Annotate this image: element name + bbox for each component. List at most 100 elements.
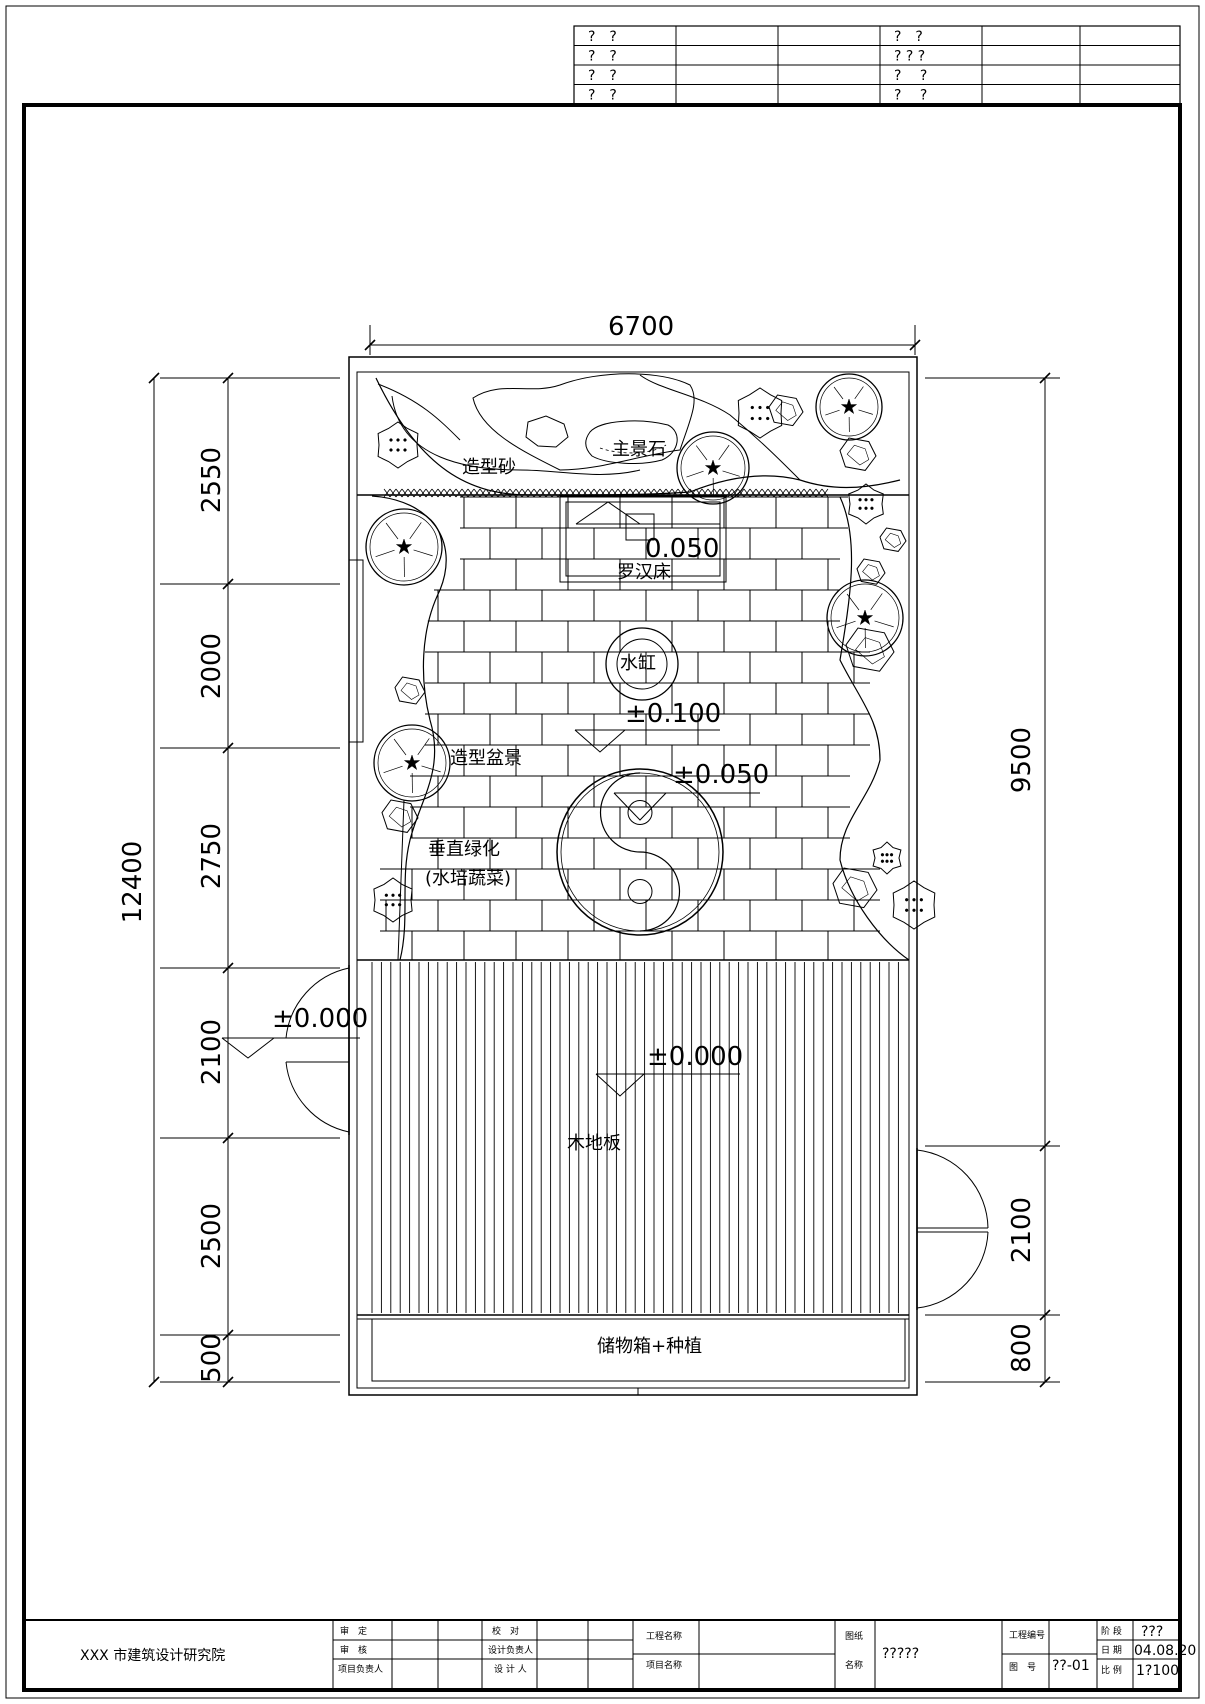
tree-branch [870,593,883,611]
shrub-left-top [377,421,419,469]
sand-hatch [731,488,739,498]
sand-hatch [557,488,565,498]
dim-tick [222,1329,234,1341]
tree-branch [874,620,894,628]
shrub-dot [885,859,889,863]
shrub-right-a [848,483,884,525]
level-daybed: 0.050 [645,534,719,564]
level-mark-taiji [613,792,667,821]
dim-tick [1039,1140,1051,1152]
dim-left-3: 2750 [197,823,227,889]
taiji-outer [556,768,724,936]
tb-drawing-title: ????? [882,1646,919,1662]
daybed-level-mark [575,501,641,525]
shrub-dot [864,498,868,502]
tree-canopy [830,583,900,653]
sand-hatch [515,488,523,498]
vertical-green-line [397,799,405,961]
stone-b [839,437,877,471]
inner-frame [22,103,1182,1692]
label-hydroponic: (水培蔬菜) [425,868,511,889]
tree-trunk [856,609,874,626]
tb-date: 04.08.20 [1134,1643,1196,1659]
sand-hatch [551,488,559,498]
shrub-dot [889,859,894,863]
tree-canopy [377,728,447,798]
daybed-inner [565,501,721,577]
tb-project-no: 工程编号 [1009,1629,1045,1641]
right-bed-edge [839,496,910,961]
shrub-right-b [892,880,936,930]
stamp-cell: ? ? [588,68,617,84]
sand-hatch [527,488,535,498]
sand-hatch [749,488,757,498]
left-bed-edge [371,495,447,961]
sand-hatch [797,488,805,498]
shrub-dot [766,416,770,421]
tree-left-mid [373,724,451,802]
sand-wave [391,395,641,475]
sand-hatch [467,488,475,498]
shrub-dot [384,893,389,897]
wood-deck [371,962,906,1382]
stone-inner [855,637,885,665]
tb-drawing-no: ??-01 [1052,1658,1090,1674]
level-deck: ±0.000 [647,1042,743,1072]
sand-hatch [431,488,439,498]
shrub-dot [389,448,393,452]
sand-hatch [485,488,493,498]
dim-left-overall: 12400 [118,841,148,924]
shrub-dot [919,908,923,912]
plants [365,373,936,961]
sand-hatch [425,488,433,498]
tb-check: 校 对 [492,1625,519,1637]
stone-h [832,867,878,909]
sand-hatch [743,488,751,498]
sand-hatch [437,488,445,498]
tb-date-label: 日 期 [1101,1645,1122,1656]
rock-small [525,415,569,448]
shrub-dot [889,853,894,857]
dimension-lines [148,325,1060,1388]
level-jar: ±0.100 [625,699,721,729]
sand-hatch [491,488,499,498]
shrub-dot [396,438,400,442]
tb-scale-label: 比 例 [1101,1664,1122,1676]
level-mark-deck [595,1073,645,1097]
tree-branch [718,444,730,461]
wall-outer [348,356,918,1396]
stone-g [381,799,419,833]
dim-tick [222,962,234,974]
taiji-dot-top [627,800,653,825]
daybed [559,495,727,583]
outer-border [5,5,1200,1699]
shrub-dot [905,898,909,902]
sand-island [472,373,695,471]
sand-hatch [407,488,415,498]
dim-tick [222,1132,234,1144]
stone-d [856,558,886,585]
sand-hatch [545,488,553,498]
sand-hatch [755,488,763,498]
sand-hatch [497,488,505,498]
tree-branch [383,765,403,774]
sand-hatch [821,488,829,498]
tree-branch [686,470,704,478]
tree-branch [393,738,407,756]
tree-branch [375,549,395,558]
tb-drawing-label-1: 图纸 [845,1630,863,1642]
tree-branch [858,409,873,415]
label-water-jar: 水缸 [620,652,656,674]
stone-e [845,627,895,672]
sand-hatch [773,488,781,498]
stone-a [768,394,804,427]
shrub-dot [384,903,389,907]
tree-branch [417,738,430,756]
stone-inner [846,444,870,466]
label-bonsai: 造型盆景 [450,748,522,769]
level-mark-jar [574,729,626,753]
taiji-s-curve [599,772,681,932]
water-jar-inner [616,638,668,690]
tb-item-name: 项目名称 [646,1659,682,1671]
